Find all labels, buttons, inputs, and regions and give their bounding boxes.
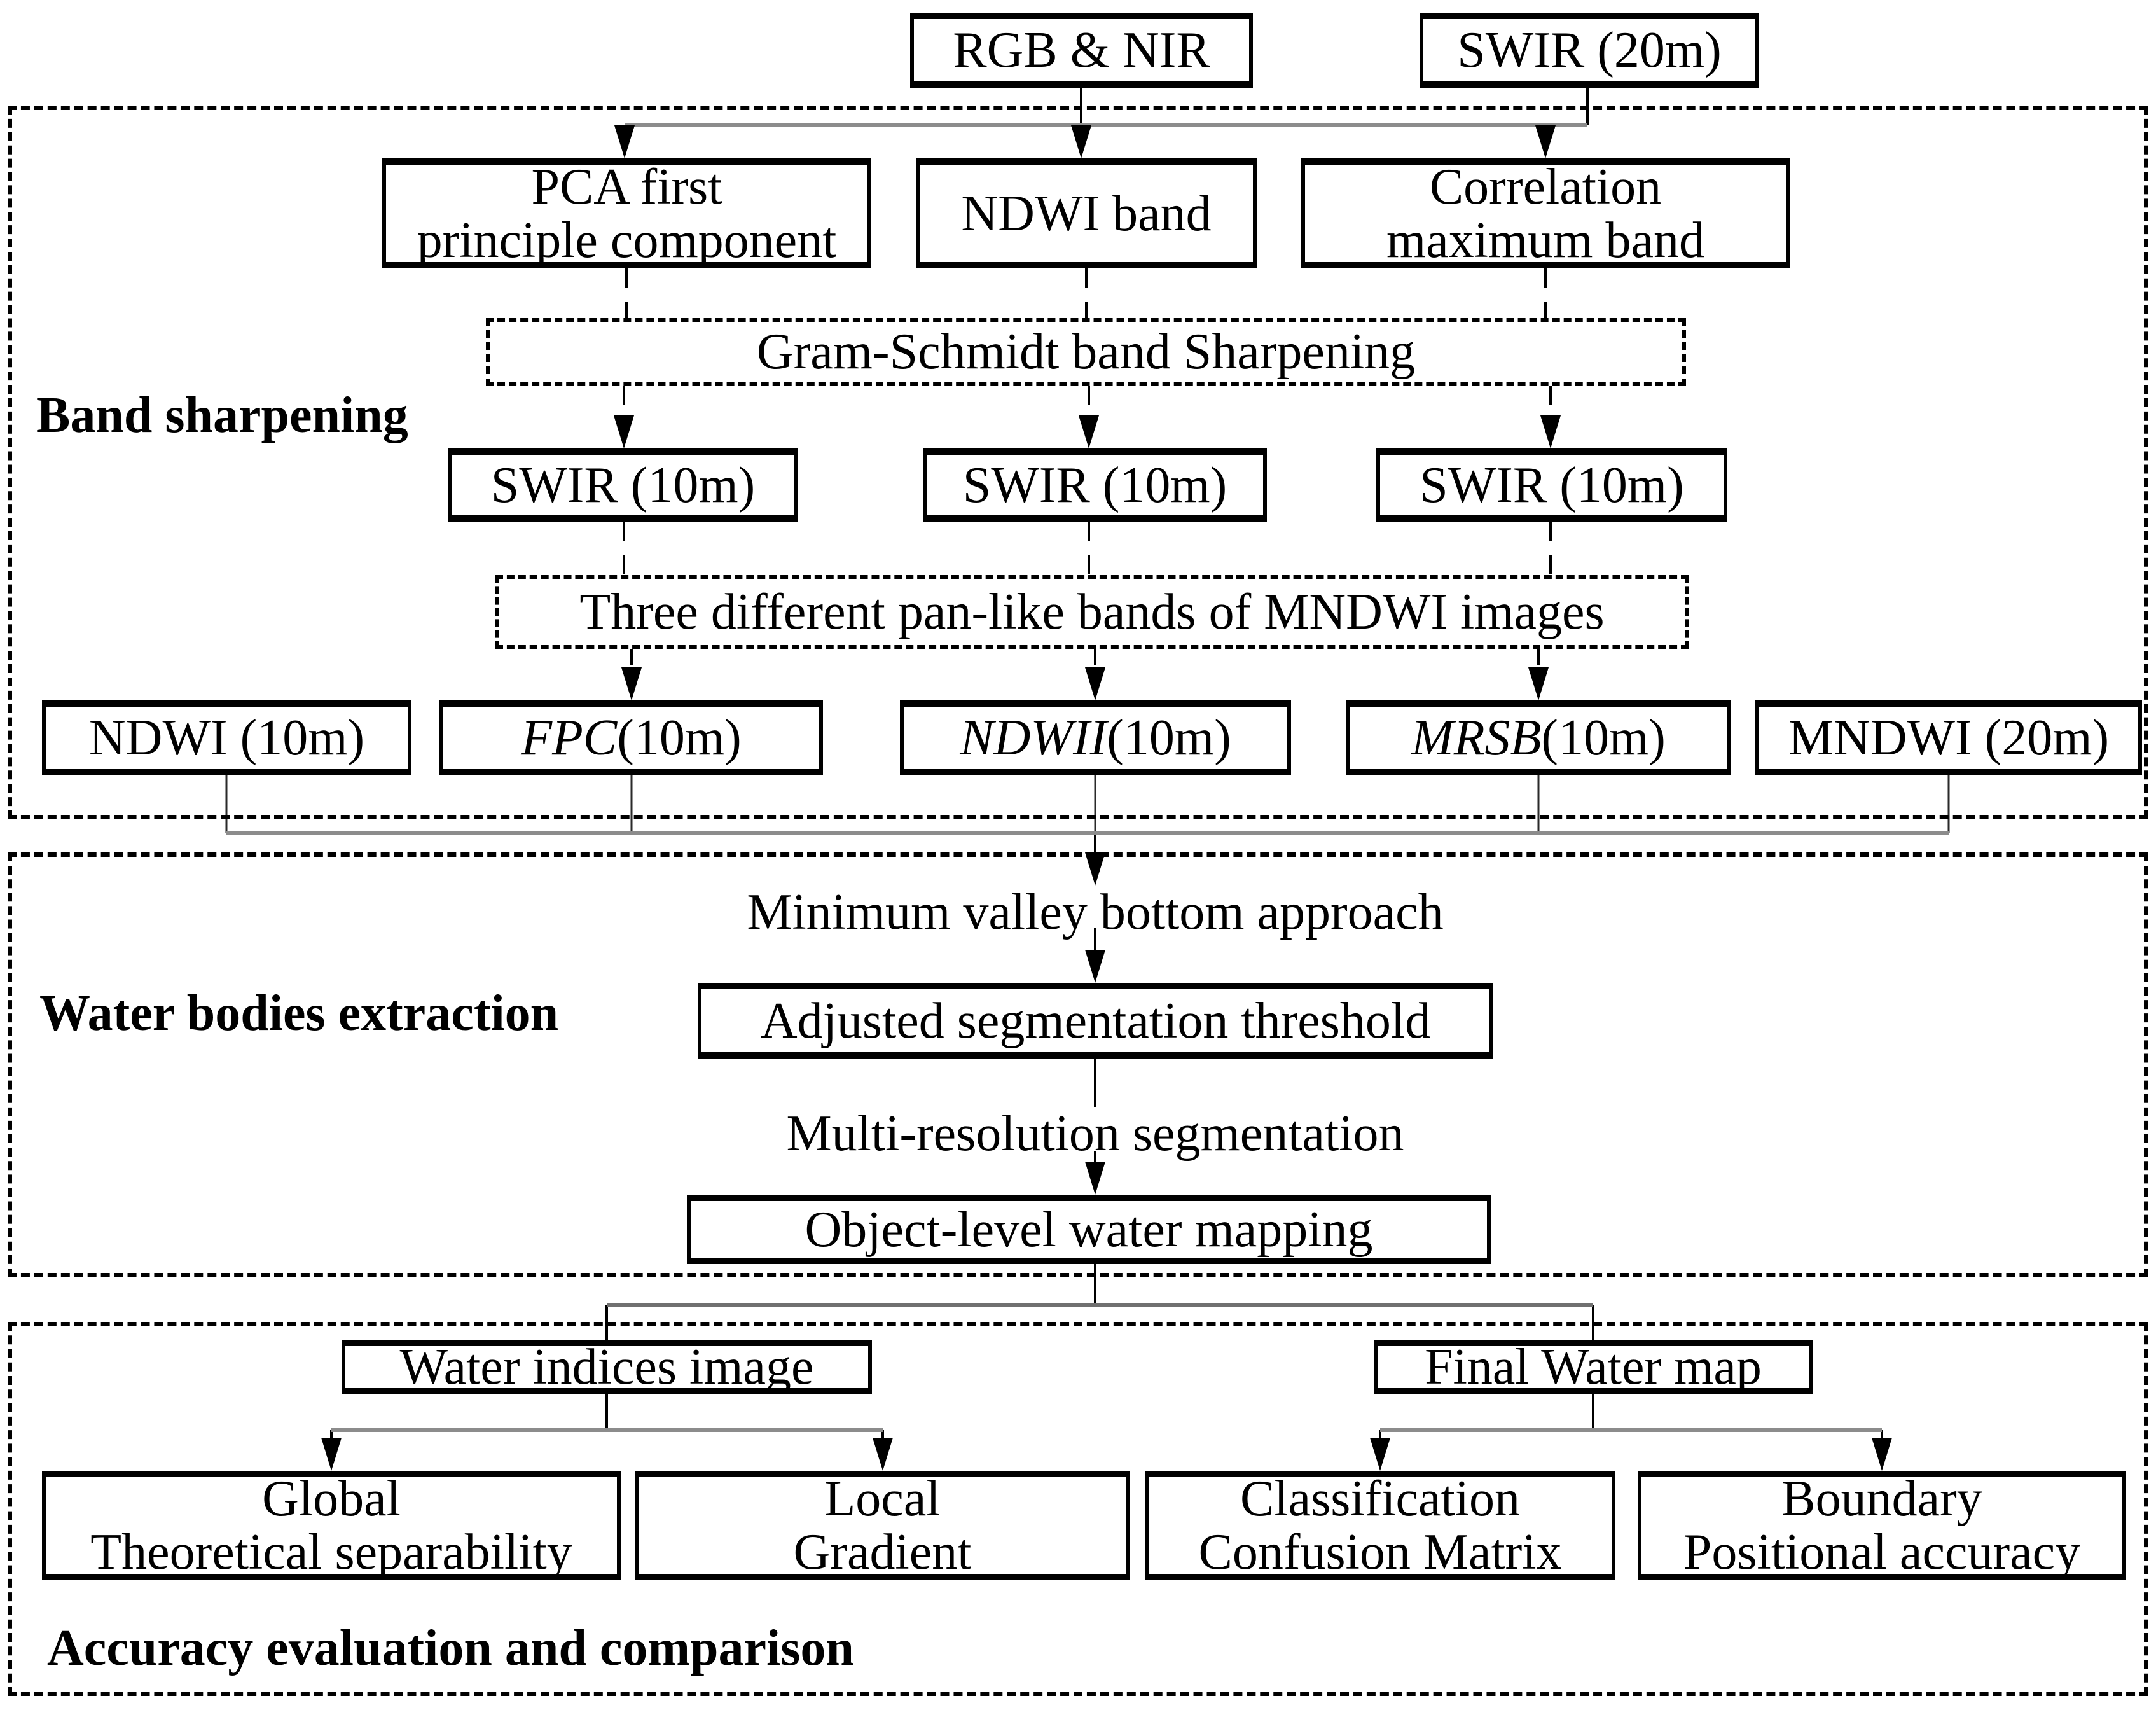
- node-multi-resolution-segmentation: Multi-resolution segmentation: [786, 1106, 1404, 1162]
- node-pca-first-component: PCA first principle component: [382, 158, 871, 268]
- section-accuracy-evaluation: [8, 1322, 2148, 1696]
- node-fpc-10m-label: (10m): [617, 710, 742, 766]
- node-final-water-map: Final Water map: [1374, 1340, 1813, 1394]
- bus-lines: [226, 123, 1949, 1432]
- label-water-bodies-extraction: Water bodies extraction: [39, 985, 559, 1041]
- label-accuracy-evaluation: Accuracy evaluation and comparison: [47, 1620, 854, 1676]
- arrowhead-global: [321, 1438, 342, 1471]
- arrowhead-mrsb: [1528, 667, 1549, 700]
- arrowhead-swir10-c: [1540, 415, 1561, 448]
- arrowhead-swir10-a: [614, 415, 634, 448]
- node-classification-confusion-matrix: Classification Confusion Matrix: [1145, 1471, 1615, 1580]
- node-correlation-maximum-band: Correlation maximum band: [1301, 158, 1790, 268]
- arrowhead-min-valley: [1085, 852, 1105, 886]
- index-drop-connectors: [225, 775, 1950, 833]
- node-boundary-positional-accuracy: Boundary Positional accuracy: [1638, 1471, 2126, 1580]
- dashed-connectors: [623, 268, 1552, 665]
- arrowhead-correlation: [1535, 125, 1556, 158]
- arrowhead-local: [873, 1438, 893, 1471]
- arrowhead-ndwii: [1085, 667, 1105, 700]
- node-swir-10m-c: SWIR (10m): [1376, 448, 1727, 522]
- node-ndwii-10m-em: NDWII: [960, 710, 1107, 766]
- node-local-gradient: Local Gradient: [635, 1471, 1130, 1580]
- section-water-bodies-extraction: [8, 852, 2148, 1277]
- node-global-theoretical-separability: Global Theoretical separability: [42, 1471, 621, 1580]
- node-water-indices-image: Water indices image: [342, 1340, 872, 1394]
- node-mrsb-10m: MRSB (10m): [1346, 700, 1731, 775]
- node-ndwii-10m: NDWII (10m): [900, 700, 1291, 775]
- node-ndwi-10m-label: NDWI (10m): [88, 710, 365, 766]
- node-minimum-valley-bottom: Minimum valley bottom approach: [747, 884, 1444, 940]
- node-pan-like-bands: Three different pan-like bands of MNDWI …: [495, 575, 1689, 649]
- arrowhead-pca: [614, 125, 635, 158]
- arrowhead-ndwi-band: [1071, 125, 1091, 158]
- section-band-sharpening: [8, 106, 2148, 819]
- label-band-sharpening: Band sharpening: [36, 387, 408, 443]
- node-ndwi-10m: NDWI (10m): [42, 700, 411, 775]
- node-ndwii-10m-label: (10m): [1107, 710, 1231, 766]
- node-swir-20m: SWIR (20m): [1420, 13, 1759, 88]
- node-object-level-water-mapping: Object-level water mapping: [687, 1195, 1491, 1264]
- node-swir-10m-b: SWIR (10m): [923, 448, 1267, 522]
- arrowheads: [321, 125, 1892, 1471]
- node-rgb-nir: RGB & NIR: [910, 13, 1253, 88]
- node-mrsb-10m-em: MRSB: [1411, 710, 1542, 766]
- node-ndwi-band: NDWI band: [916, 158, 1257, 268]
- arrowhead-adjusted: [1085, 950, 1105, 983]
- node-mndwi-20m: MNDWI (20m): [1755, 700, 2142, 775]
- arrowhead-classification: [1370, 1438, 1390, 1471]
- node-fpc-10m: FPC (10m): [439, 700, 823, 775]
- node-fpc-10m-em: FPC: [521, 710, 618, 766]
- arrowhead-object-level: [1085, 1162, 1105, 1195]
- node-gram-schmidt-sharpening: Gram-Schmidt band Sharpening: [486, 318, 1686, 386]
- arrowhead-boundary: [1872, 1438, 1892, 1471]
- arrowhead-fpc: [621, 667, 642, 700]
- arrowhead-swir10-b: [1079, 415, 1099, 448]
- node-mndwi-20m-label: MNDWI (20m): [1788, 710, 2110, 766]
- node-adjusted-segmentation-threshold: Adjusted segmentation threshold: [698, 983, 1493, 1059]
- node-swir-10m-a: SWIR (10m): [448, 448, 798, 522]
- node-mrsb-10m-label: (10m): [1541, 710, 1666, 766]
